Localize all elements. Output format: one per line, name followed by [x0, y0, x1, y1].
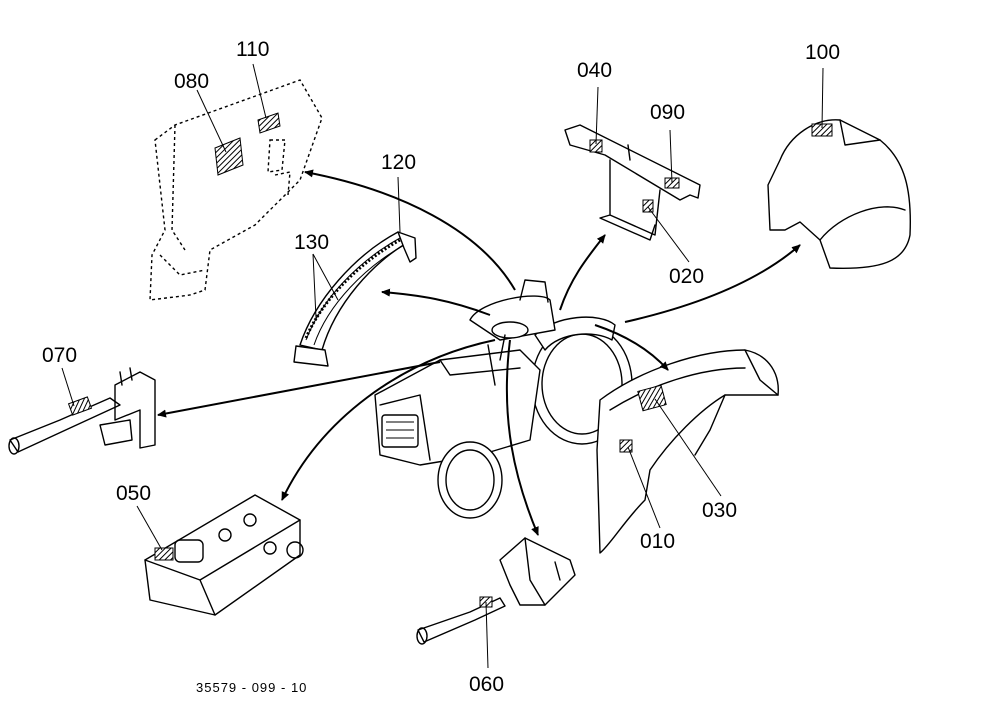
bracket-part [564, 124, 701, 241]
callout-120: 120 [381, 151, 417, 174]
right-fender-part [596, 349, 779, 554]
callout-070: 070 [42, 344, 78, 367]
callout-040: 040 [577, 59, 613, 82]
callout-050: 050 [116, 482, 152, 505]
battery-box-part [144, 494, 304, 616]
callout-110: 110 [236, 38, 270, 61]
callout-010: 010 [640, 530, 676, 553]
callout-060: 060 [469, 673, 505, 696]
leader-lines [61, 63, 824, 669]
left-fender-cover-part [149, 79, 323, 301]
pointer-arrows [157, 169, 801, 536]
document-number: 35579 - 099 - 10 [196, 680, 308, 695]
callout-080: 080 [174, 70, 210, 93]
right-cover-part [767, 119, 912, 269]
lower-lever-part [416, 537, 576, 645]
tractor-illustration [374, 279, 633, 519]
left-lever-part [8, 367, 156, 455]
callout-100: 100 [805, 41, 841, 64]
callout-020: 020 [669, 265, 705, 288]
callout-030: 030 [702, 499, 738, 522]
callout-090: 090 [650, 101, 686, 124]
callout-130: 130 [294, 231, 330, 254]
arched-strip-part [293, 231, 417, 367]
